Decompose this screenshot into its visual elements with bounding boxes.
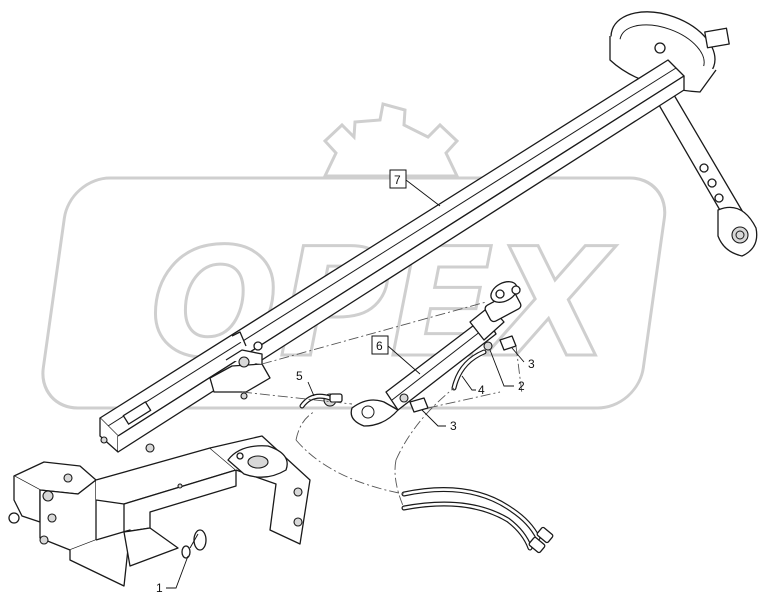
callouts: 1 2 3 3 4 5 6 7 <box>156 169 535 595</box>
hydraulic-cylinder-part-6 <box>323 281 522 427</box>
clamp-ring <box>609 11 758 257</box>
callout-3-upper: 3 <box>528 357 535 371</box>
lynch-pin-part-1 <box>181 529 207 559</box>
gear-logo <box>322 102 460 178</box>
callout-3-lower: 3 <box>450 419 457 433</box>
callout-6-box <box>371 335 389 355</box>
callout-1: 1 <box>156 581 163 595</box>
callout-6: 6 <box>376 339 383 353</box>
callout-4: 4 <box>478 383 485 397</box>
base-frame <box>8 435 311 587</box>
callout-7: 7 <box>394 173 401 187</box>
mount-bracket <box>209 331 271 400</box>
assembly-lines <box>241 301 523 509</box>
short-hose-part-5 <box>299 393 343 409</box>
callout-2: 2 <box>518 379 525 393</box>
callout-7-box <box>389 169 407 189</box>
long-hoses <box>401 487 554 554</box>
callout-5: 5 <box>296 369 303 383</box>
short-hose-part-4 <box>451 349 487 391</box>
